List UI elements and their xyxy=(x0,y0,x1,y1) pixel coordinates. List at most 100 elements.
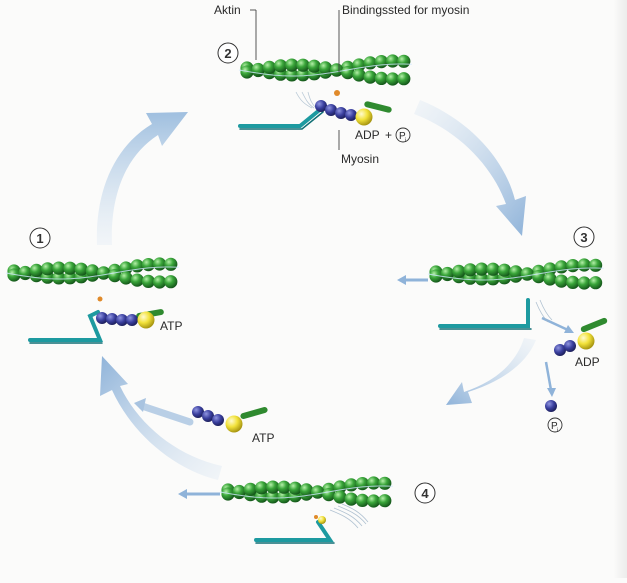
actin-monomer xyxy=(299,483,313,497)
actin-monomer xyxy=(221,487,235,501)
myosin-head-step-1 xyxy=(96,296,164,329)
actin-monomer xyxy=(141,258,155,272)
step-number-2: 2 xyxy=(217,42,239,64)
actin-monomer xyxy=(429,269,443,283)
actin-monomer xyxy=(52,261,66,275)
actin-monomer xyxy=(475,272,489,286)
actin-monomer xyxy=(240,65,254,79)
actin-monomer xyxy=(130,273,144,287)
actin-monomer xyxy=(355,493,369,507)
label-atp-step-1: ATP xyxy=(160,319,182,333)
actin-monomer xyxy=(63,271,77,285)
actin-monomer xyxy=(554,260,569,274)
actin-monomer xyxy=(266,490,280,504)
actin-monomer xyxy=(274,59,288,73)
step-number-2-text: 2 xyxy=(224,46,231,61)
release-arrow-atp xyxy=(134,398,194,426)
incoming-atp xyxy=(192,406,268,433)
actin-monomer xyxy=(333,490,347,504)
actin-monomer xyxy=(130,259,144,273)
actin-monomer xyxy=(285,58,299,72)
label-i-step-2: i xyxy=(405,138,406,144)
actin-monomer xyxy=(589,276,603,290)
label-myosin: Myosin xyxy=(341,152,379,166)
actin-monomer xyxy=(378,494,392,508)
actin-monomer xyxy=(262,60,276,74)
actin-monomer xyxy=(344,492,358,506)
actin-monomer xyxy=(486,262,500,276)
actin-monomer xyxy=(520,267,534,281)
arrow-2-to-3 xyxy=(414,100,526,236)
actin-monomer xyxy=(352,68,366,82)
actin-filament-step-1 xyxy=(5,257,179,289)
actin-monomer xyxy=(577,258,591,272)
arrow-3-to-4 xyxy=(446,338,536,405)
actin-monomer xyxy=(363,56,377,70)
actin-monomer xyxy=(363,70,377,84)
arrow-1-to-2 xyxy=(96,112,188,245)
actin-monomer xyxy=(296,68,310,82)
step-number-1-text: 1 xyxy=(36,231,43,246)
motion-lines-step-3 xyxy=(535,299,553,323)
actin-monomer xyxy=(318,61,332,75)
actin-strand-line xyxy=(5,266,179,280)
cycle-arrows xyxy=(96,100,536,480)
motion-lines-step-4 xyxy=(329,503,369,529)
actin-monomer xyxy=(255,481,269,495)
step-number-1: 1 xyxy=(29,227,51,249)
actin-filament-step-3 xyxy=(427,258,604,290)
actin-monomer xyxy=(344,478,358,492)
actin-monomer xyxy=(164,275,178,289)
label-actin: Aktin xyxy=(214,3,241,17)
actin-monomer xyxy=(285,68,299,82)
label-i-step-3: i xyxy=(557,428,558,434)
label-p-step-3: P xyxy=(551,421,558,432)
myosin-tail-step-2 xyxy=(238,106,324,130)
myosin-head-step-2 xyxy=(315,90,392,126)
motion-lines-step-2 xyxy=(295,91,317,109)
actin-monomer xyxy=(509,265,523,279)
label-p-step-2: P xyxy=(399,131,406,142)
step-number-4: 4 xyxy=(414,482,436,504)
actin-monomer xyxy=(85,264,99,278)
actin-monomer xyxy=(475,262,489,276)
release-arrow-p xyxy=(544,361,556,397)
actin-monomer xyxy=(311,485,325,499)
label-pi-step-3: P i xyxy=(547,417,563,434)
actin-monomer xyxy=(97,266,111,280)
label-adp-pi: ADP + P i xyxy=(355,127,411,144)
actin-monomer xyxy=(330,63,344,77)
actin-monomer xyxy=(397,72,411,86)
actin-monomer xyxy=(277,480,291,494)
actin-monomer xyxy=(341,66,355,80)
actin-monomer xyxy=(463,263,477,277)
actin-monomer xyxy=(243,482,257,496)
actin-monomer xyxy=(29,263,43,277)
actin-monomer xyxy=(63,261,77,275)
label-atp-incoming: ATP xyxy=(252,431,274,445)
released-adp-step-3 xyxy=(554,317,608,356)
actin-monomer xyxy=(164,257,178,271)
actin-monomer xyxy=(367,494,381,508)
actin-monomer xyxy=(374,55,388,69)
actin-strand-line xyxy=(427,267,604,281)
actin-monomer xyxy=(153,275,167,289)
actin-monomer xyxy=(74,262,88,276)
actin-filament-step-4 xyxy=(219,476,393,508)
step-number-3: 3 xyxy=(573,226,595,248)
actin-monomer xyxy=(355,477,369,491)
arrow-4-to-1 xyxy=(100,356,222,480)
released-p-step-3 xyxy=(545,400,557,412)
actin-monomer xyxy=(397,54,411,68)
actin-monomer xyxy=(119,271,133,285)
actin-monomer xyxy=(589,258,603,272)
actin-monomer xyxy=(41,262,55,276)
page-edge-shadow xyxy=(613,0,627,578)
actin-monomer xyxy=(532,270,546,284)
leader-lines xyxy=(250,9,340,150)
actin-monomer xyxy=(486,272,500,286)
label-adp-step-3: ADP xyxy=(575,355,600,369)
actin-monomer xyxy=(266,480,280,494)
label-adp-step-2: ADP xyxy=(355,128,380,142)
